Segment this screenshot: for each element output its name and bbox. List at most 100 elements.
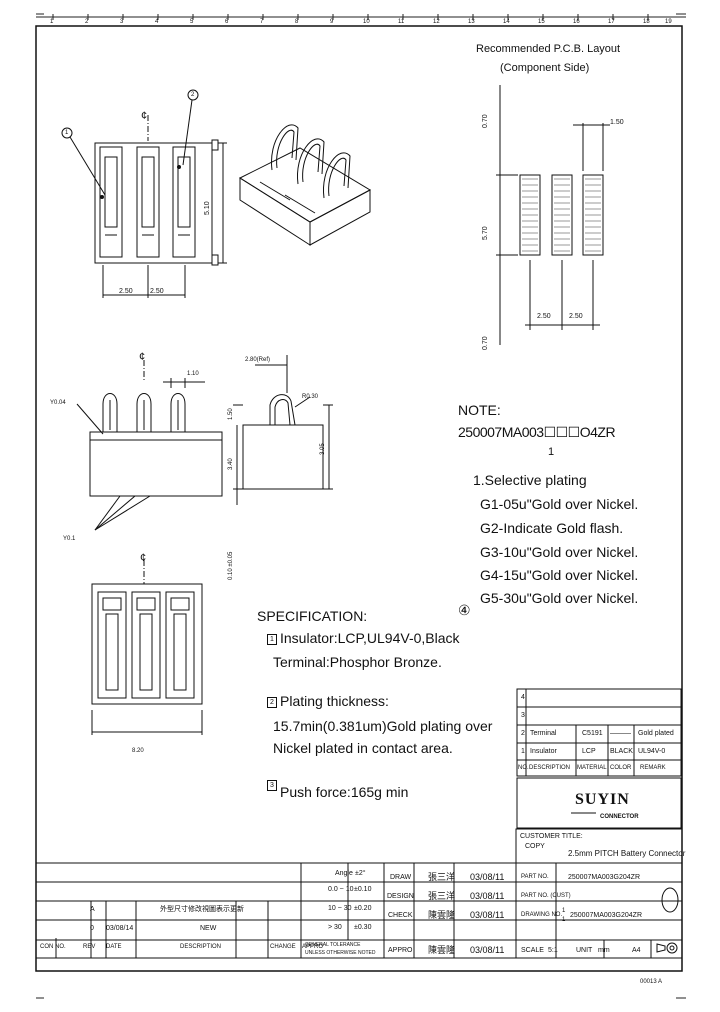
check-name: 陳雲隆 xyxy=(428,910,456,920)
tolerance-range: 10 ~ 30 xyxy=(328,905,352,912)
part-no-value: 250007MA003G204ZR xyxy=(568,874,640,881)
tolerance-note-l1: GENERAL TOLERANCE xyxy=(305,942,361,948)
note-plating-g1: G1-05u"Gold over Nickel. xyxy=(480,496,639,512)
callout-2: 2 xyxy=(191,92,195,98)
spec-item-1-line1: Insulator:LCP,UL94V-0,Black xyxy=(280,630,460,646)
layout-side-dim-c: 0.70 xyxy=(482,336,489,350)
front-chamfer-label-b: Y0.1 xyxy=(63,536,76,542)
bom-header-remark: REMARK xyxy=(640,765,666,771)
revision-desc: 外型尺寸修改視圖表示更新 xyxy=(160,906,244,913)
side-tolerance-dim: 0.10 ±0.05 xyxy=(228,551,234,580)
drawing-no-label: DRAWING NO. xyxy=(521,912,563,918)
spec-item-1-line2: Terminal:Phosphor Bronze. xyxy=(273,654,442,670)
note-marker: 1 xyxy=(548,446,555,458)
tolerance-range: 0.0 ~ 10 xyxy=(328,886,354,893)
layout-side-dim-b: 5.70 xyxy=(482,226,489,240)
tolerance-range: > 30 xyxy=(328,924,342,931)
bom-row-mat: C5191 xyxy=(582,730,603,737)
scale-value: 5:1 xyxy=(548,947,558,954)
side-dim-1: 1.50 xyxy=(228,408,234,420)
revision-header-appro: APPRO xyxy=(302,944,324,950)
top-centerline-label: ¢ xyxy=(141,110,148,122)
layout-side-dim-a: 0.70 xyxy=(482,114,489,128)
design-name: 張三洋 xyxy=(428,891,456,901)
bom-row-color: BLACK xyxy=(610,748,633,755)
revision-desc: NEW xyxy=(200,925,217,932)
bom-table-grid xyxy=(516,688,682,777)
note-plating-g5: G5-30u"Gold over Nickel. xyxy=(480,590,639,606)
scale-label: SCALE xyxy=(521,947,544,954)
spec-item-2-line2: 15.7min(0.381um)Gold plating over xyxy=(273,718,493,734)
side-view-drawing xyxy=(233,355,333,505)
revision-header-date: DATE xyxy=(106,944,122,950)
ruler-number: 17 xyxy=(608,19,615,25)
revision-rev: A xyxy=(90,906,95,913)
bottom-centerline-label: ¢ xyxy=(140,552,147,564)
note-plating-g2: G2-Indicate Gold flash. xyxy=(480,520,624,536)
bom-header-color: COLOR xyxy=(610,765,632,771)
bom-row-no: 4 xyxy=(521,694,525,701)
top-pitch-dim-b: 2.50 xyxy=(150,288,164,295)
callout-1: 1 xyxy=(65,130,69,136)
ruler-number: 2 xyxy=(85,19,89,25)
ruler-number: 5 xyxy=(190,19,194,25)
ruler-number: 19 xyxy=(665,19,672,25)
revision-header-rev: REV xyxy=(83,944,96,950)
design-label: DESIGN xyxy=(387,893,414,900)
ruler-number: 8 xyxy=(295,19,299,25)
front-centerline-label: ¢ xyxy=(139,351,146,363)
bom-row-no: 3 xyxy=(521,712,525,719)
sheet-size: A4 xyxy=(632,947,641,954)
side-radius-dim: R0.30 xyxy=(302,394,319,400)
unit-value: mm xyxy=(598,947,610,954)
layout-pitch-dim-b: 2.50 xyxy=(569,313,583,320)
bottom-width-dim: 8.20 xyxy=(132,748,144,754)
note-revision-mark: ④ xyxy=(458,602,471,618)
appro-name: 陳雲隆 xyxy=(428,945,456,955)
front-view-drawing xyxy=(76,360,223,531)
ruler-number: 16 xyxy=(573,19,580,25)
side-dim-3: 3.05 xyxy=(320,443,326,455)
bom-header-desc: DESCRIPTION xyxy=(529,765,571,771)
ruler-number: 4 xyxy=(155,19,159,25)
spec-item-2-line3: Nickel plated in contact area. xyxy=(273,740,453,756)
draw-label: DRAW xyxy=(390,874,412,881)
check-label: CHECK xyxy=(388,912,413,919)
bom-row-no: 1 xyxy=(521,748,525,755)
front-chamfer-label-a: Y0.04 xyxy=(50,400,66,406)
bom-row-mat: LCP xyxy=(582,748,596,755)
appro-label: APPRO xyxy=(388,947,413,954)
bom-row-desc: Insulator xyxy=(530,748,557,755)
top-view-drawing xyxy=(61,89,227,298)
layout-title: Recommended P.C.B. Layout xyxy=(476,43,621,55)
customer-title-label: CUSTOMER TITLE: xyxy=(520,833,583,840)
bom-row-color: ——— xyxy=(610,730,631,737)
bom-row-desc: Terminal xyxy=(530,730,557,737)
layout-subtitle: (Component Side) xyxy=(500,62,590,74)
cust-part-no-label: PART NO. (CUST) xyxy=(521,893,571,899)
tolerance-angle-value: ±2° xyxy=(355,870,366,877)
ruler-number: 14 xyxy=(503,19,510,25)
note-plating-title: 1.Selective plating xyxy=(473,472,587,488)
drawing-sheet-top: 1 xyxy=(562,908,566,914)
tolerance-value: ±0.30 xyxy=(354,924,372,931)
side-dim-2: 3.40 xyxy=(228,458,234,470)
footer-code: 00013 A xyxy=(640,979,663,985)
isometric-view-drawing xyxy=(238,124,372,246)
bottom-view-drawing xyxy=(91,560,203,735)
customer-title-abbr: COPY xyxy=(525,843,545,850)
bom-row-no: 2 xyxy=(521,730,525,737)
ruler-number: 13 xyxy=(468,19,475,25)
part-no-label: PART NO. xyxy=(521,874,549,880)
note-part-number: 250007MA003☐☐☐O4ZR xyxy=(458,424,616,440)
layout-pad-width-dim: 1.50 xyxy=(610,119,624,126)
check-date: 03/08/11 xyxy=(470,910,505,920)
tolerance-note-l2: UNLESS OTHERWISE NOTED xyxy=(305,950,376,956)
design-date: 03/08/11 xyxy=(470,891,505,901)
layout-pitch-dim-a: 2.50 xyxy=(537,313,551,320)
tolerance-value: ±0.10 xyxy=(354,886,372,893)
ruler-number: 9 xyxy=(330,19,334,25)
bom-header-mat: MATERIAL xyxy=(577,765,607,771)
title-block-grid xyxy=(36,828,683,959)
